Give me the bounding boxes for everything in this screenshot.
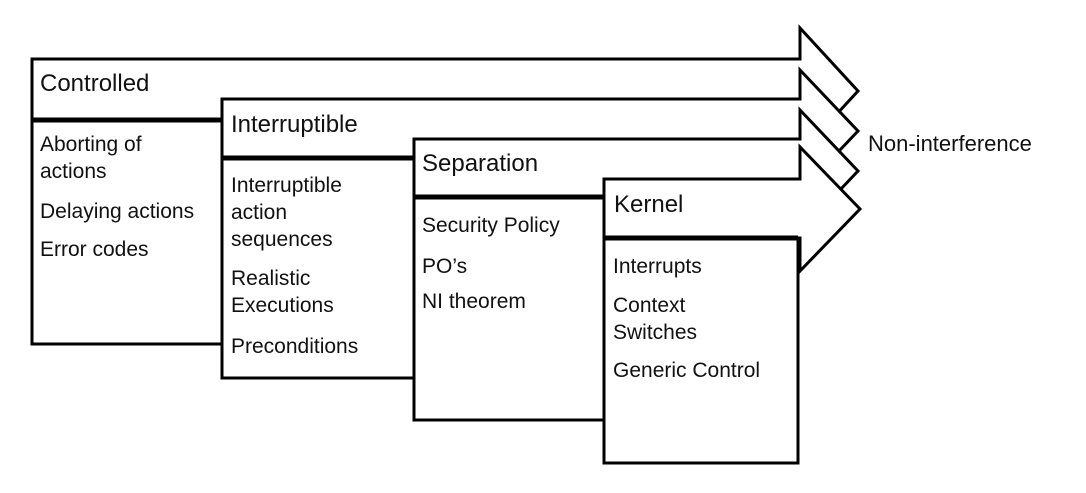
interruptible-item: Preconditions: [231, 335, 359, 358]
controlled-box: [30, 118, 224, 346]
interruptible-item: Realistic Executions: [231, 267, 334, 317]
kernel-title: Kernel: [614, 191, 684, 218]
kernel-item: Generic Control: [613, 359, 761, 382]
target-label: Non-interference: [868, 131, 1032, 156]
interruptible-item: Interruptible action sequences: [231, 174, 342, 251]
separation-item: NI theorem: [422, 290, 526, 313]
kernel-box: [602, 236, 800, 465]
interruptible-title: Interruptible: [231, 111, 358, 138]
controlled-item: Aborting of actions: [40, 133, 142, 183]
interruptible-box: [220, 156, 416, 380]
separation-item: PO’s: [422, 255, 468, 278]
controlled-item: Delaying actions: [40, 200, 195, 223]
separation-title: Separation: [422, 150, 539, 177]
controlled-item: Error codes: [40, 238, 149, 261]
separation-item: Security Policy: [422, 214, 560, 237]
kernel-item: Interrupts: [613, 255, 702, 278]
controlled-title: Controlled: [40, 70, 150, 97]
kernel-item: Context Switches: [613, 294, 698, 344]
